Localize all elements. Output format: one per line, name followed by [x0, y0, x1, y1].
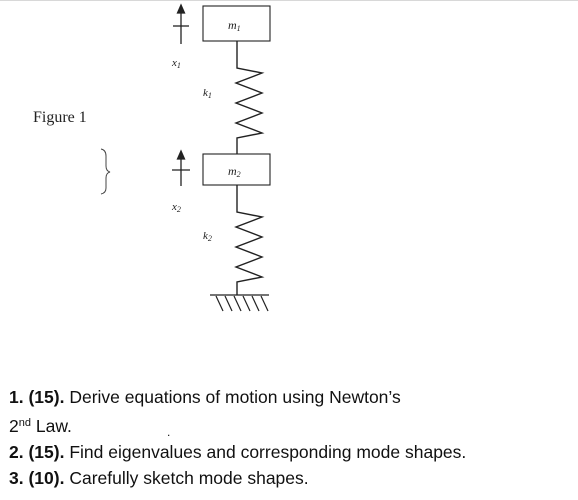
top-border — [0, 0, 578, 1]
x2-arrow — [172, 149, 190, 186]
problem-1-text: Derive equations of motion using Newton’… — [69, 387, 401, 407]
problem-1-points: (15). — [28, 387, 65, 407]
k2-label: k2 — [203, 230, 212, 243]
stray-dot: . — [167, 425, 171, 439]
x2-label: x2 — [171, 201, 181, 214]
superscript-prefix: 2 — [9, 416, 19, 436]
problem-1: 1. (15). Derive equations of motion usin… — [9, 384, 569, 410]
mass1-label: m1 — [228, 18, 241, 33]
ground — [210, 294, 269, 312]
problem-2: 2. (15). Find eigenvalues and correspond… — [9, 439, 569, 465]
spring-k1 — [234, 41, 265, 154]
spring-k2 — [234, 185, 265, 295]
problem-3: 3. (10). Carefully sketch mode shapes. — [9, 465, 569, 491]
two-mass-spring-diagram: x1 m1 k1 x2 m2 k2 — [100, 3, 271, 312]
x1-arrow — [173, 3, 189, 44]
brace — [100, 148, 111, 195]
superscript: nd — [18, 417, 31, 429]
problem-2-text: Find eigenvalues and corresponding mode … — [69, 442, 467, 462]
k1-label: k1 — [203, 87, 212, 100]
problem-2-points: (15). — [28, 442, 65, 462]
problem-2-number: 2 — [9, 442, 19, 462]
figure-caption: Figure 1 — [33, 109, 87, 126]
x1-label: x1 — [171, 57, 181, 70]
problem-1-continuation: 2nd Law. — [9, 410, 569, 439]
problem-3-text: Carefully sketch mode shapes. — [69, 468, 309, 488]
mass2-label: m2 — [228, 164, 241, 179]
problem-1-number: 1 — [9, 387, 19, 407]
problem-3-number: 3 — [9, 468, 19, 488]
problem-3-points: (10). — [28, 468, 65, 488]
problem-list: 1. (15). Derive equations of motion usin… — [9, 384, 569, 491]
problem-1-text-cont: Law. — [35, 416, 72, 436]
mass1-box — [202, 5, 271, 42]
